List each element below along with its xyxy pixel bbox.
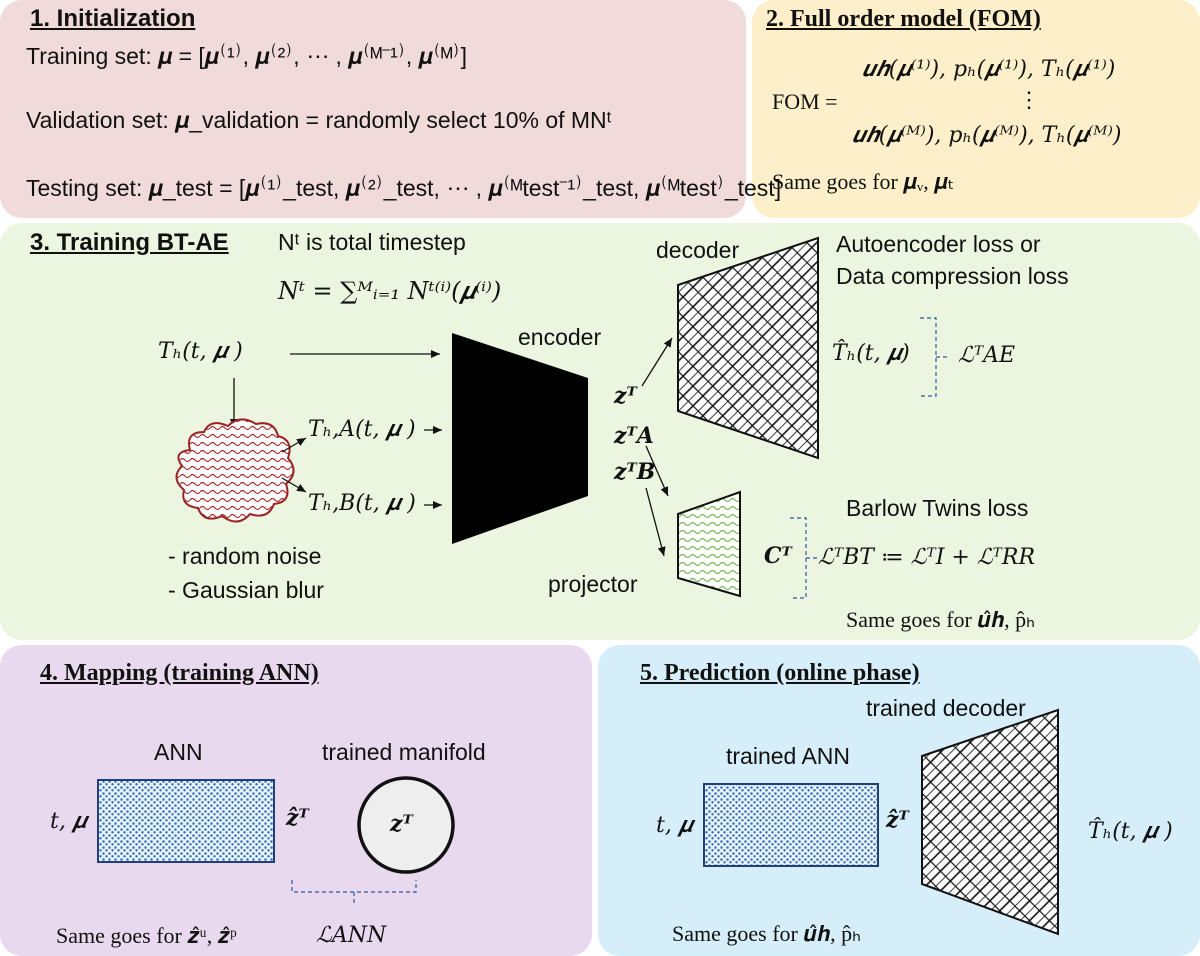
- fom-panel: [752, 0, 1200, 218]
- ann-loss-bracket: [291, 880, 417, 906]
- arrow-cloud-to-a: [281, 437, 307, 453]
- reconstruction-label: T̂ₕ(t, 𝝁): [832, 341, 910, 366]
- ann-output-label: 𝒛̂ᵀ: [286, 805, 309, 831]
- ann-loss-symbol: ℒANN: [316, 923, 387, 948]
- fom-same-goes: Same goes for 𝝁ᵥ, 𝝁ₜ: [772, 169, 955, 194]
- ann-box: [97, 779, 275, 863]
- trained-ann-label: trained ANN: [726, 743, 851, 769]
- trained-manifold-label: trained manifold: [322, 739, 486, 765]
- ann-label: ANN: [154, 739, 203, 765]
- fom-row-first: 𝒖𝒉(𝝁⁽¹⁾), pₕ(𝝁⁽¹⁾), Tₕ(𝝁⁽¹⁾): [862, 57, 1116, 82]
- arrow-zb-to-projector: [645, 487, 666, 557]
- input-view-b: Tₕ,B(t, 𝝁 ): [308, 491, 416, 516]
- trained-decoder-shape: [921, 708, 1059, 936]
- nt-formula: Nᵗ = ∑ᴹᵢ₌₁ Nᵗ⁽ⁱ⁾(𝝁⁽ⁱ⁾): [278, 277, 502, 305]
- manifold-circle: [357, 776, 455, 874]
- ae-loss-bracket: [920, 317, 948, 397]
- prediction-input-label: t, 𝝁: [656, 813, 693, 838]
- bt-loss-formula: ℒᵀBT ≔ ℒᵀI + ℒᵀRR: [818, 545, 1036, 570]
- initialization-heading: 1. Initialization: [30, 5, 196, 32]
- arrow-z-to-decoder: [641, 337, 673, 387]
- arrow-cloud-to-b: [281, 477, 307, 493]
- projector-label: projector: [548, 571, 638, 597]
- ae-loss-title-1: Autoencoder loss or: [836, 231, 1041, 257]
- prediction-output-label: T̂ₕ(t, 𝝁 ): [1088, 819, 1173, 844]
- z-b-code: 𝒛ᵀB: [614, 459, 656, 485]
- ae-loss-title-2: Data compression loss: [836, 263, 1069, 289]
- bt-loss-title: Barlow Twins loss: [846, 495, 1029, 521]
- fom-row-last: 𝒖𝒉(𝝁⁽ᴹ⁾), pₕ(𝝁⁽ᴹ⁾), Tₕ(𝝁⁽ᴹ⁾): [852, 123, 1122, 148]
- z-a-code: 𝒛ᵀA: [614, 423, 654, 449]
- prediction-heading: 5. Prediction (online phase): [640, 660, 920, 686]
- fom-dots: ⋮: [1018, 87, 1040, 112]
- encoder-shape: [452, 333, 588, 544]
- arrow-za-to-projector: [645, 445, 669, 497]
- decoder-shape: [677, 236, 819, 460]
- nt-description: Nᵗ is total timestep: [278, 229, 466, 255]
- prediction-panel: [598, 645, 1200, 956]
- manifold-code-label: 𝒛ᵀ: [390, 811, 413, 837]
- encoder-label: encoder: [518, 324, 602, 350]
- trained-ann-box: [703, 783, 879, 867]
- mapping-heading: 4. Mapping (training ANN): [40, 660, 319, 686]
- input-view-a: Tₕ,A(t, 𝝁 ): [308, 417, 416, 442]
- training-heading: 3. Training BT-AE: [30, 229, 229, 256]
- training-set-text: Training set: 𝝁 = [𝝁⁽¹⁾, 𝝁⁽²⁾, ⋯ , 𝝁⁽ᴹ⁻¹…: [26, 43, 467, 69]
- augment-gaussian-blur: - Gaussian blur: [168, 577, 324, 603]
- augment-random-noise: - random noise: [168, 543, 322, 569]
- testing-set-text: Testing set: 𝝁_test = [𝝁⁽¹⁾_test, 𝝁⁽²⁾_t…: [26, 175, 782, 201]
- fom-heading: 2. Full order model (FOM): [766, 6, 1041, 32]
- projector-shape: [677, 490, 741, 598]
- cross-correlation-label: 𝑪ᵀ: [764, 543, 792, 569]
- initialization-panel: [0, 0, 746, 218]
- mapping-same-goes: Same goes for 𝒛̂ᵘ, 𝒛̂ᵖ: [56, 923, 237, 948]
- trained-decoder-label: trained decoder: [866, 695, 1026, 721]
- decoder-label: decoder: [656, 237, 740, 263]
- prediction-latent-label: 𝒛̂ᵀ: [886, 807, 909, 833]
- prediction-same-goes: Same goes for 𝒖̂𝒉, p̂ₕ: [672, 921, 862, 946]
- fom-label: FOM =: [772, 89, 838, 114]
- z-code: 𝒛ᵀ: [614, 383, 637, 409]
- ann-input-label: t, 𝝁: [50, 809, 87, 834]
- input-temperature: Tₕ(t, 𝝁 ): [158, 339, 243, 364]
- bt-same-goes: Same goes for 𝒖̂𝒉, p̂ₕ: [846, 607, 1036, 632]
- validation-set-text: Validation set: 𝝁_validation = randomly …: [26, 107, 612, 133]
- ae-loss-symbol: ℒᵀAE: [958, 343, 1016, 368]
- noise-cloud: [175, 418, 295, 523]
- bt-loss-bracket: [790, 517, 818, 599]
